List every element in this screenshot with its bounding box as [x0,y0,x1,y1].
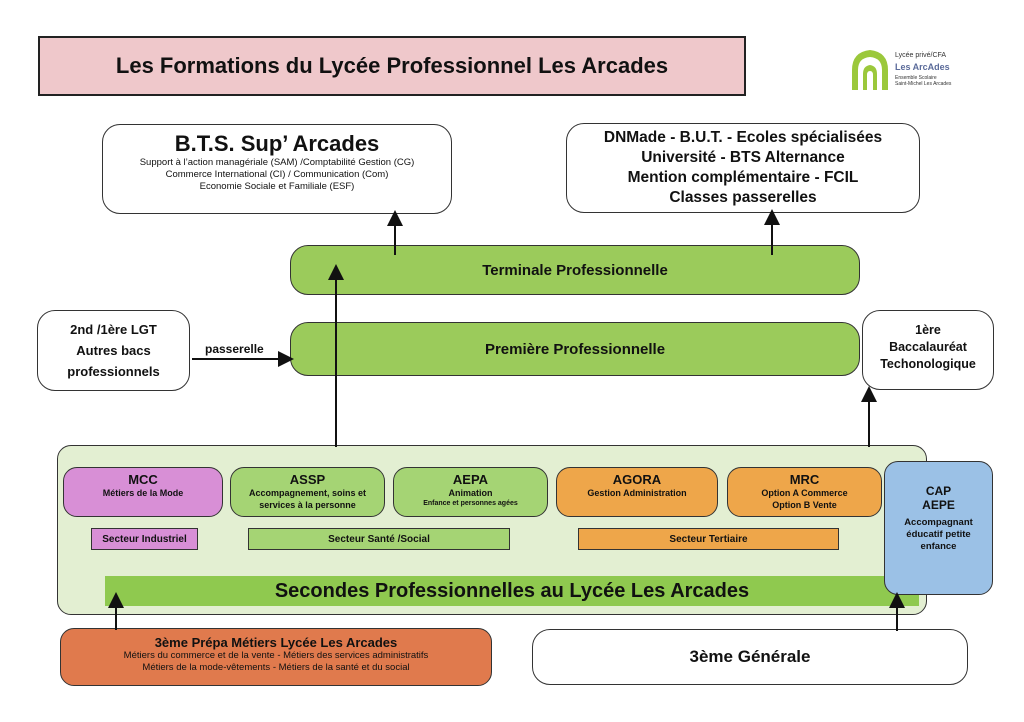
formation-desc: Accompagnement, soins et [248,488,367,498]
bac-line: Baccalauréat [889,340,967,354]
formation-name: MCC [128,472,158,487]
sector-tertiaire: Secteur Tertiaire [578,528,839,550]
bac-line: 1ère [915,323,941,337]
bts-box: B.T.S. Sup’ Arcades Support à l’action m… [102,124,452,214]
prepa-metiers-box: 3ème Prépa Métiers Lycée Les Arcades Mét… [60,628,492,686]
formation-assp: ASSP Accompagnement, soins et services à… [230,467,385,517]
logo-line-1: Lycée privé/CFA [895,52,947,59]
formation-desc: services à la personne [259,500,356,510]
lgt-line: 2nd /1ère LGT [70,322,157,337]
formation-agora: AGORA Gestion Administration [556,467,718,517]
terminale-bar: Terminale Professionnelle [290,245,860,295]
dnmade-line: DNMade - B.U.T. - Ecoles spécialisées [603,129,883,146]
formation-aepa: AEPA Animation Enfance et personnes agée… [393,467,548,517]
formation-desc: Métiers de la Mode [102,488,184,498]
formation-desc: Option A Commerce [761,488,848,498]
formation-mrc: MRC Option A Commerce Option B Vente [727,467,882,517]
lgt-line: professionnels [67,364,160,379]
cap-name: AEPE [922,498,955,512]
cap-desc-line: enfance [920,541,957,552]
bts-title: B.T.S. Sup’ Arcades [174,131,380,156]
dnmade-line: Université - BTS Alternance [641,149,845,166]
bts-line: Commerce International (CI) / Communicat… [165,169,389,180]
bac-line: Techonologique [880,357,976,371]
arcades-logo-icon [852,50,888,90]
formation-name: MRC [789,472,820,487]
prepa-title: 3ème Prépa Métiers Lycée Les Arcades [154,635,398,650]
bac-techno-box: 1ère Baccalauréat Techonologique [862,310,994,390]
dnmade-line: Classes passerelles [669,189,817,206]
bts-line: Economie Sociale et Familiale (ESF) [199,181,355,192]
passerelle-label: passerelle [205,342,264,356]
dnmade-box: DNMade - B.U.T. - Ecoles spécialisées Un… [566,123,920,213]
logo-line-2: Les ArcAdes [895,62,950,72]
lgt-line: Autres bacs [76,343,151,358]
formation-desc: Gestion Administration [587,488,687,498]
formation-mcc: MCC Métiers de la Mode [63,467,223,517]
formation-desc: Option B Vente [772,500,837,510]
dnmade-line: Mention complémentaire - FCIL [627,169,859,186]
cap-aepe-box: CAP AEPE Accompagnant éducatif petite en… [884,461,993,595]
formation-name: ASSP [289,472,326,487]
formation-name: AEPA [452,472,489,487]
cap-desc-line: Accompagnant [904,517,973,528]
premiere-bar: Première Professionnelle [290,322,860,376]
troisieme-generale-box: 3ème Générale [532,629,968,685]
page-title: Les Formations du Lycée Professionnel Le… [38,36,746,96]
sector-industriel: Secteur Industriel [91,528,198,550]
lgt-box: 2nd /1ère LGT Autres bacs professionnels [37,310,190,391]
bts-line: Support à l’action managériale (SAM) /Co… [139,157,415,168]
formation-sub: Enfance et personnes agées [423,500,518,507]
cap-desc-line: éducatif petite [906,529,971,540]
sector-sante: Secteur Santé /Social [248,528,510,550]
formation-desc: Animation [448,488,493,498]
prepa-line: Métiers du commerce et de la vente - Mét… [123,650,429,661]
prepa-line: Métiers de la mode-vêtements - Métiers d… [142,662,410,673]
logo-line-3: Ensemble Scolaire [895,75,937,81]
secondes-bar: Secondes Professionnelles au Lycée Les A… [105,576,919,606]
cap-name: CAP [925,484,952,498]
formation-name: AGORA [612,472,662,487]
logo-line-4: Saint-Michel Les Arcades [895,81,952,87]
school-logo: Lycée privé/CFA Les ArcAdes Ensemble Sco… [848,46,968,96]
cap-desc: Accompagnant éducatif petite enfance [885,517,992,553]
